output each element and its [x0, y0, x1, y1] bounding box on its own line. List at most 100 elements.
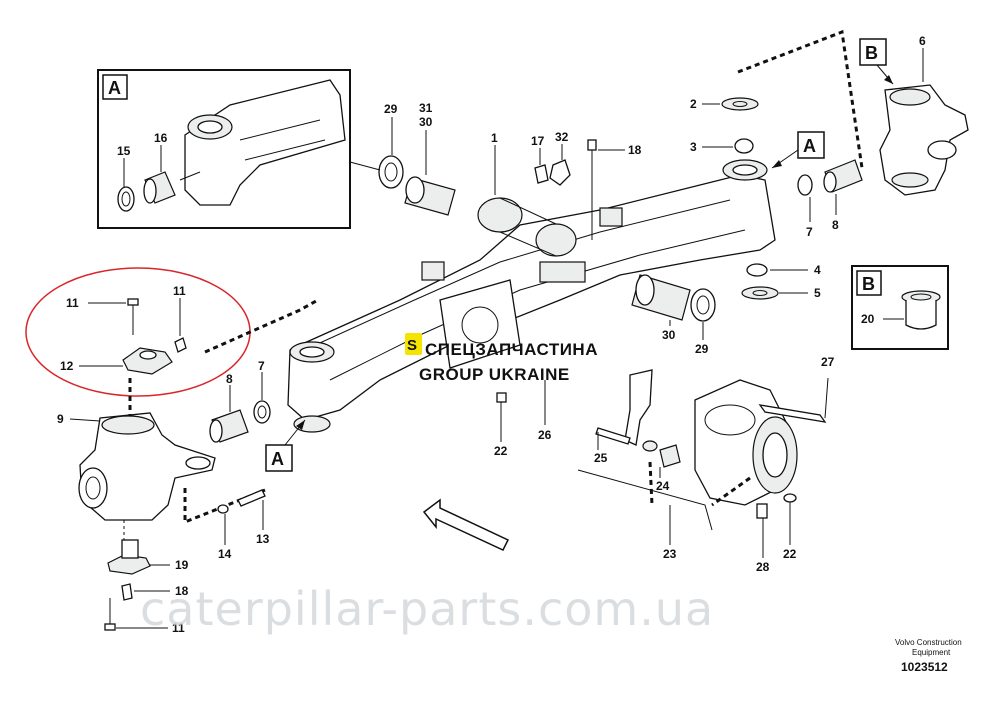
footer: Volvo Construction Equipment 1023512 [895, 638, 962, 674]
washer-2 [721, 97, 759, 111]
pin-24 [642, 440, 658, 452]
seal-29-bottom [690, 288, 716, 322]
left-lower-bolts: 13 14 [183, 488, 270, 561]
seal-18-inner [121, 191, 131, 207]
seal-18-shape [117, 186, 135, 212]
yoke-edges [239, 119, 326, 161]
left-yoke-parts: 8 7 [209, 359, 271, 443]
pivot-tube-sides [499, 197, 557, 257]
knuckle-right-shape [879, 84, 969, 196]
fitting-13 [121, 583, 133, 601]
fitting-32 [549, 159, 571, 186]
bracket-23 [577, 469, 713, 531]
axle-beam-edge-lower [329, 229, 746, 381]
knuckle-right: 6 [879, 34, 969, 196]
seal-4 [746, 263, 768, 277]
knuckle-left-top [101, 415, 155, 435]
seal-29-top-inner [384, 162, 398, 182]
callout-22-right: 22 [783, 547, 797, 561]
callout-26: 26 [538, 428, 552, 442]
differential-dashed-link [648, 461, 751, 507]
bushing-15-body [905, 300, 937, 330]
bushing-19-end [143, 178, 157, 204]
callout-2: 2 [690, 97, 697, 111]
site-watermark: caterpillar-parts.com.ua [140, 582, 714, 636]
inset-a-label: A [108, 78, 121, 98]
nut-22-left [496, 392, 507, 403]
seal-7-right [797, 174, 813, 196]
callout-7-left: 7 [258, 359, 265, 373]
plate-14-boss [121, 539, 139, 559]
washer-5-hole [752, 290, 768, 296]
footer-drawing-number: 1023512 [901, 660, 948, 674]
carrier-bore [762, 432, 788, 478]
callout-7-right: 7 [806, 225, 813, 239]
footer-maker-line-1: Volvo Construction [895, 638, 962, 647]
callout-5: 5 [814, 286, 821, 300]
seal-29-bottom-inner [696, 295, 710, 315]
box-a-bottom [265, 444, 293, 472]
callout-30-top: 30 [419, 115, 433, 129]
callout-23: 23 [663, 547, 677, 561]
mount-plate-ring [461, 306, 499, 344]
seal-7-left [253, 400, 271, 424]
callout-12: 12 [60, 359, 74, 373]
direction-arrow [422, 498, 510, 551]
callout-24: 24 [656, 479, 670, 493]
differential-group: 27 22 26 25 24 23 22 28 [494, 355, 835, 574]
washer-2-hole [732, 101, 748, 107]
left-yoke-bore-bottom [293, 415, 331, 433]
inset-b: B 20 [851, 265, 949, 350]
leader-27 [824, 377, 829, 419]
callout-29-top: 29 [384, 102, 398, 116]
bolt-16 [237, 489, 266, 507]
fitting-20 [534, 164, 549, 184]
fitting-10 [174, 337, 187, 353]
axle-beam: 1 [287, 131, 776, 433]
yoke-bore-inner [197, 120, 223, 134]
inset-a-axis [179, 171, 201, 181]
bushing-8-right-end [823, 171, 837, 193]
box-a-right-arrowhead [772, 160, 782, 168]
callout-8-left: 8 [226, 372, 233, 386]
left-dashed-link-top [128, 298, 319, 430]
plate-12 [122, 347, 173, 375]
bushing-30-top-end [405, 176, 425, 204]
stop-block-right [599, 207, 623, 227]
brand-line-2: GROUP UKRAINE [419, 365, 570, 384]
callout-1: 1 [491, 131, 498, 145]
pivot-tube-right-end [535, 223, 577, 257]
axle-beam-edge-upper [299, 199, 731, 353]
callout-8-right: 8 [832, 218, 839, 232]
yoke-arm-shape [184, 79, 346, 206]
inset-b-label-box [856, 270, 882, 296]
bolt-25 [595, 427, 631, 445]
callout-27: 27 [821, 355, 835, 369]
callout-4: 4 [814, 263, 821, 277]
washer-17 [217, 504, 229, 514]
brand-line-1: СПЕЦЗАПЧАСТИНА [425, 340, 598, 359]
callout-25: 25 [594, 451, 608, 465]
washer-5 [741, 286, 779, 300]
seal-3 [734, 138, 754, 154]
footer-maker-line-2: Equipment [912, 648, 951, 657]
box-b-arrowhead [884, 75, 893, 84]
bearing-cap [624, 369, 653, 446]
bushing-15-bore [910, 293, 932, 301]
pivot-tube-left-end [477, 197, 523, 233]
box-b-top-label: B [865, 43, 878, 63]
fittings-top: 17 32 18 [531, 130, 642, 240]
seal-29-top [378, 155, 404, 189]
left-kingpin-top: 11 12 11 [60, 284, 319, 430]
callout-11-top: 11 [66, 296, 79, 310]
callout-31: 31 [419, 101, 433, 115]
box-a-bottom-arrowhead [296, 420, 305, 430]
knuckle-right-bottom [891, 172, 929, 188]
callout-3: 3 [690, 140, 697, 154]
dowel-24 [659, 444, 681, 468]
leader-9 [69, 418, 101, 422]
callout-6: 6 [919, 34, 926, 48]
bushing-30-bottom-end [635, 274, 655, 306]
axle-beam-shape [287, 174, 776, 421]
callout-19: 16 [154, 131, 168, 145]
